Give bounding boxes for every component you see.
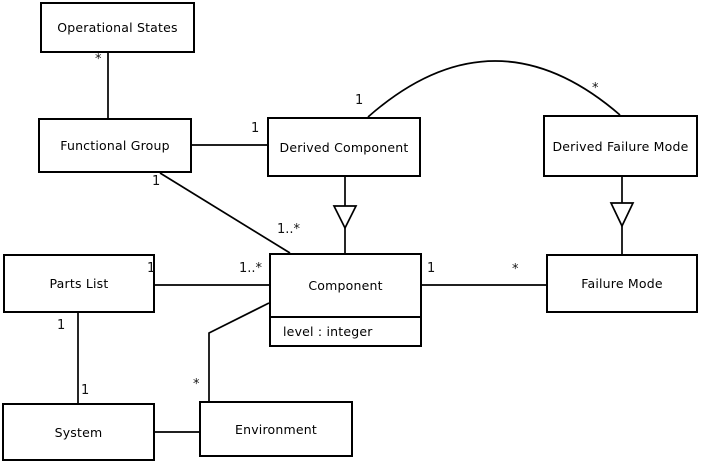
assoc-component-environment bbox=[208, 302, 270, 401]
class-name: Parts List bbox=[49, 276, 109, 291]
class-derived-component: Derived Component bbox=[267, 117, 421, 177]
multiplicity-label: 1 bbox=[57, 318, 66, 333]
multiplicity-label: 1 bbox=[81, 383, 90, 398]
multiplicity-label: 1 bbox=[355, 93, 364, 108]
class-operational-states: Operational States bbox=[40, 2, 195, 53]
class-name: Functional Group bbox=[60, 138, 170, 153]
multiplicity-label: 1 bbox=[427, 261, 436, 276]
class-parts-list: Parts List bbox=[3, 254, 155, 313]
multiplicity-label: * bbox=[193, 377, 200, 392]
multiplicity-label: 1..* bbox=[277, 222, 301, 237]
class-system: System bbox=[2, 403, 155, 461]
assoc-derivedcomponent-derivedfailuremode-arc bbox=[367, 60, 621, 118]
generalization-arrow bbox=[609, 202, 635, 228]
multiplicity-label: 1 bbox=[251, 121, 260, 136]
class-environment: Environment bbox=[199, 401, 353, 457]
generalization-arrow bbox=[332, 205, 358, 230]
class-derived-failure-mode: Derived Failure Mode bbox=[543, 115, 698, 177]
class-name: Derived Failure Mode bbox=[552, 138, 689, 154]
multiplicity-label: * bbox=[95, 52, 102, 67]
multiplicity-label: * bbox=[512, 262, 519, 277]
class-attribute-compartment: level : integer bbox=[271, 318, 420, 345]
multiplicity-label: 1 bbox=[147, 261, 156, 276]
class-name: Failure Mode bbox=[581, 276, 663, 291]
class-failure-mode: Failure Mode bbox=[546, 254, 698, 313]
class-component: Component level : integer bbox=[269, 253, 422, 347]
class-functional-group: Functional Group bbox=[38, 118, 192, 173]
class-attribute: level : integer bbox=[283, 324, 373, 339]
class-name: Derived Component bbox=[279, 139, 409, 155]
multiplicity-label: 1 bbox=[152, 174, 161, 189]
assoc-functionalgroup-component bbox=[159, 172, 291, 254]
class-name: System bbox=[54, 424, 103, 440]
class-name: Operational States bbox=[57, 20, 178, 35]
multiplicity-label: 1..* bbox=[239, 261, 263, 276]
class-name: Environment bbox=[234, 421, 318, 437]
class-name: Component bbox=[308, 278, 383, 293]
class-name-compartment: Component bbox=[271, 255, 420, 318]
multiplicity-label: * bbox=[592, 81, 599, 96]
